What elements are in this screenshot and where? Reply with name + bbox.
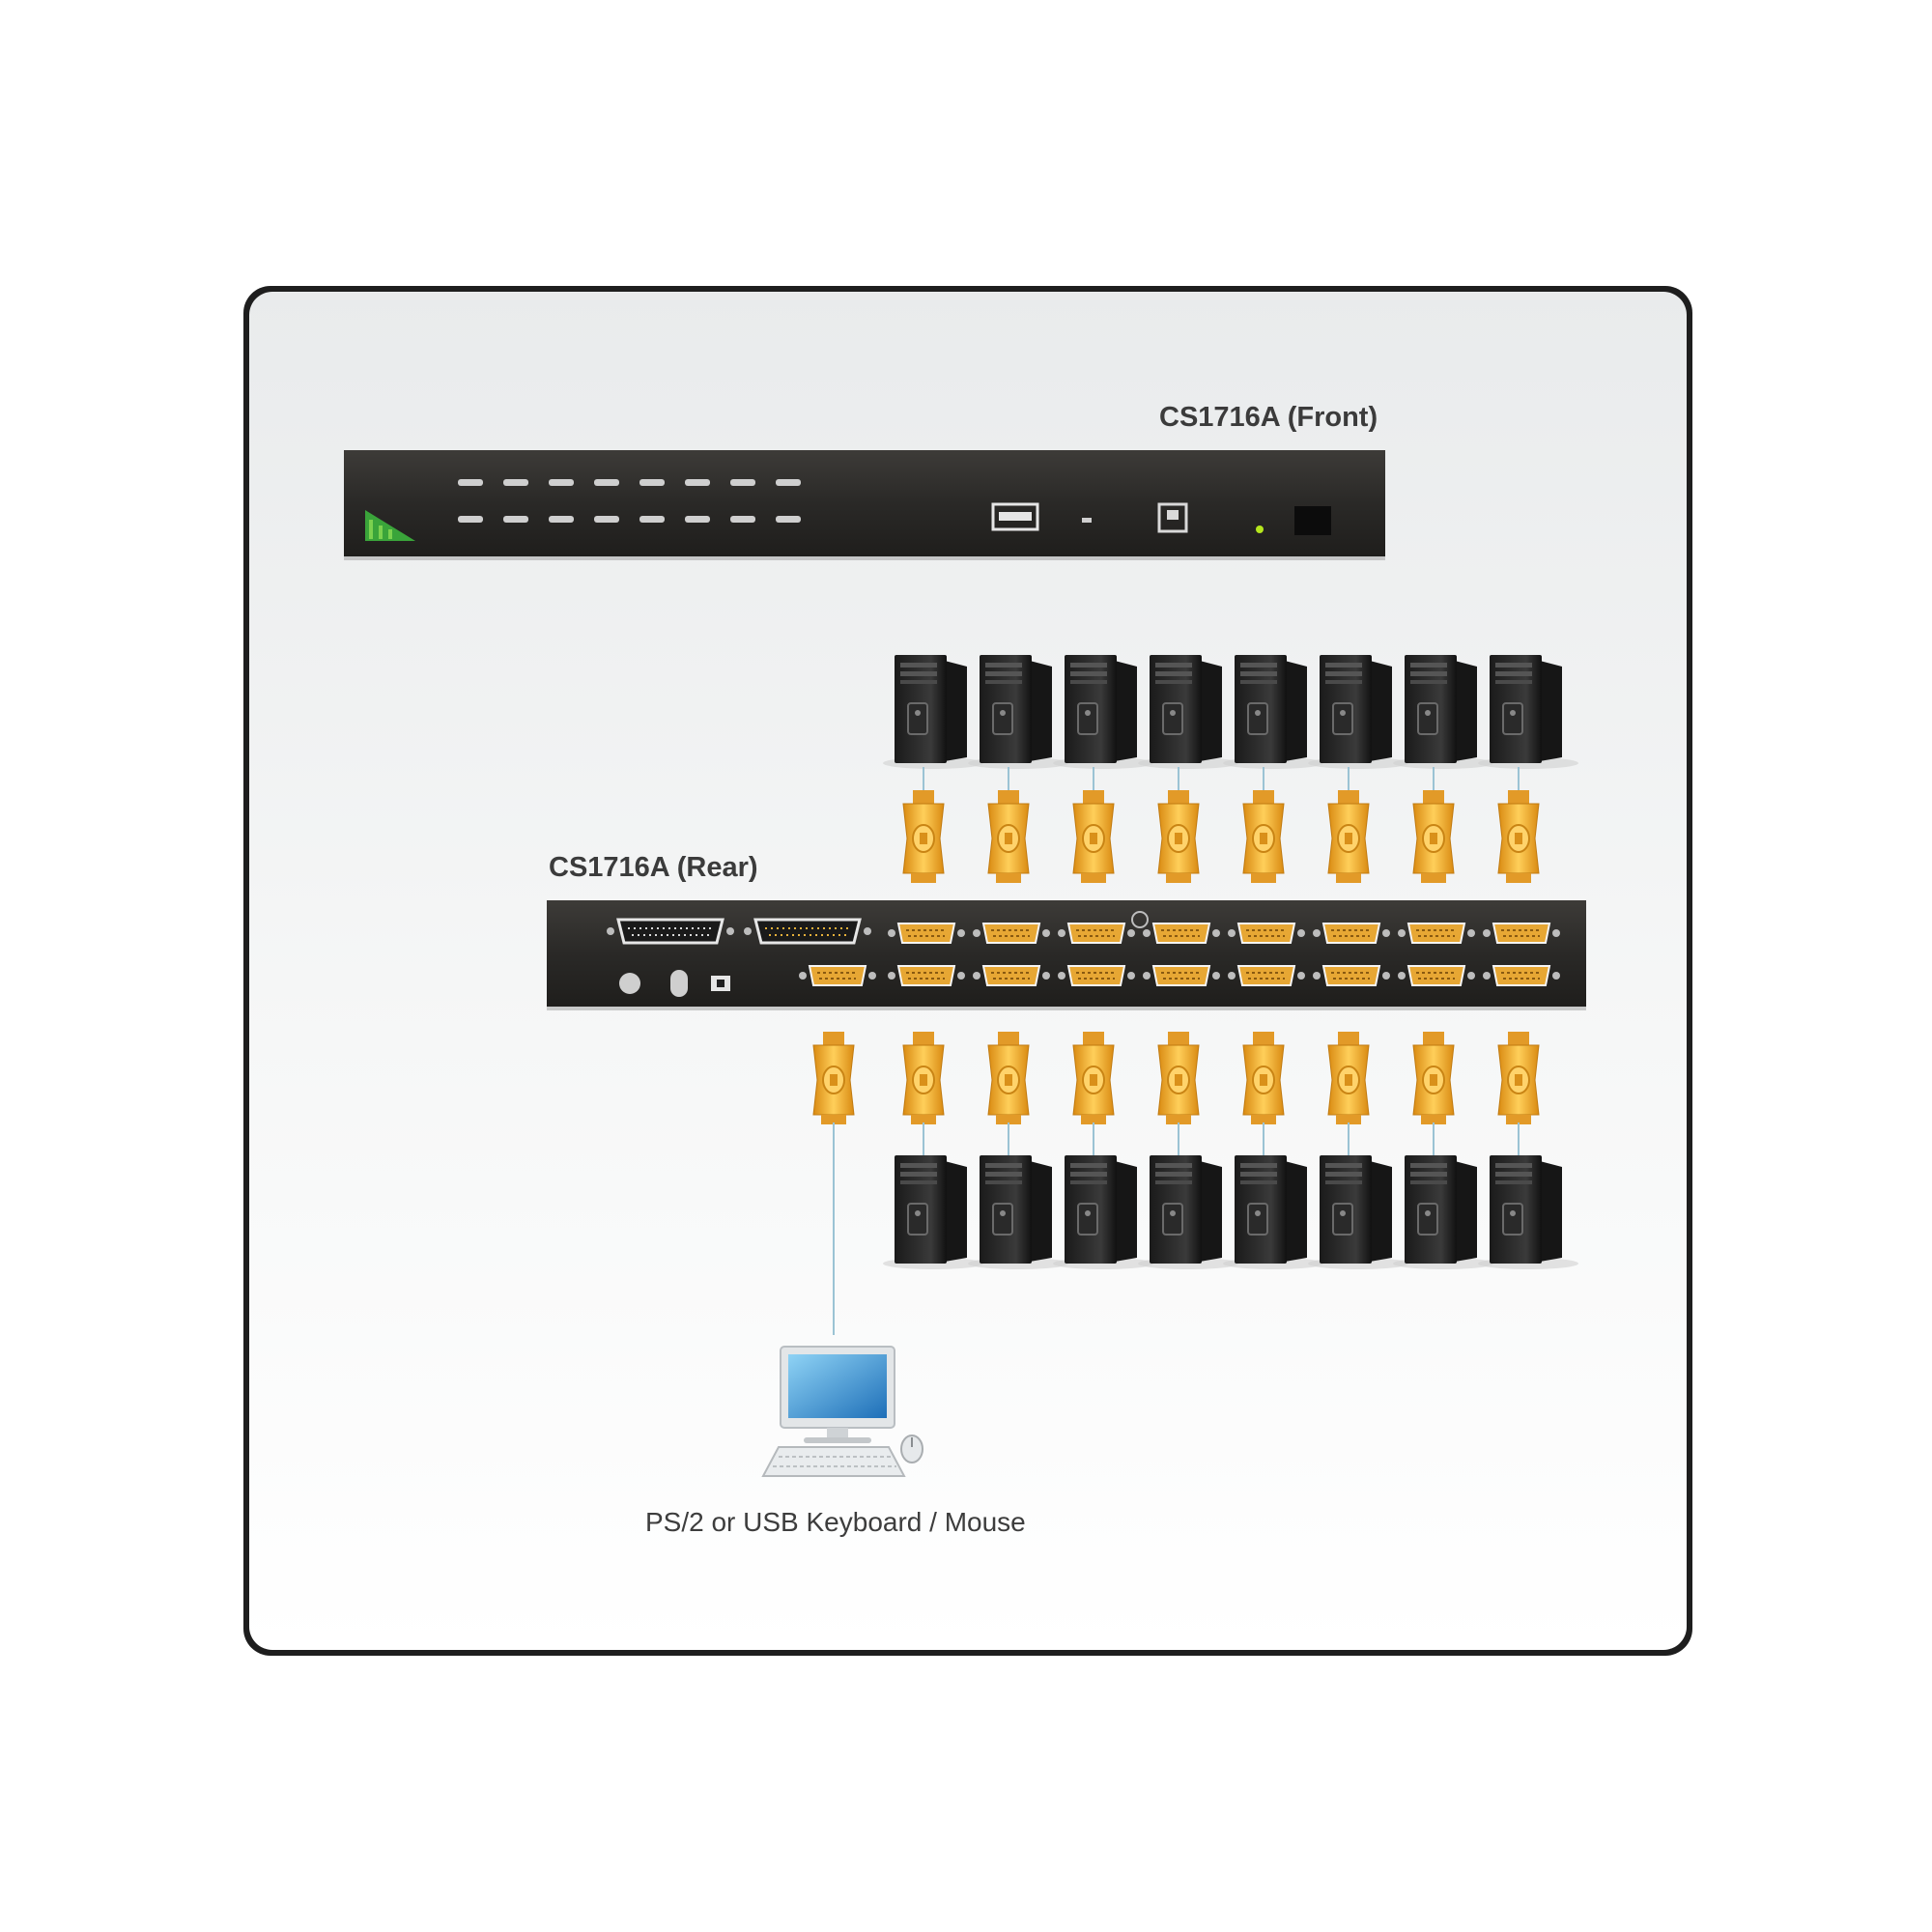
ir-window-icon (1294, 506, 1331, 535)
power-socket-icon (711, 976, 730, 991)
usb-label-icon (1082, 518, 1092, 523)
console-monitor-keyboard-mouse-icon (761, 1346, 923, 1477)
power-switch-icon (670, 970, 688, 997)
vga-connectors-bottom (812, 1031, 1540, 1125)
vga-ports-row-2 (798, 965, 1561, 986)
cables-bottom (833, 1122, 1520, 1335)
console-label: PS/2 or USB Keyboard / Mouse (645, 1507, 1026, 1537)
aten-logo-icon (365, 510, 415, 541)
ground-screw-icon (1131, 911, 1149, 928)
chain-in-port-icon (744, 918, 871, 945)
power-led-icon (1256, 526, 1264, 533)
front-unit-label: CS1716A (Front) (1159, 402, 1378, 433)
firmware-port-icon (1157, 502, 1188, 533)
kvm-switch-rear (547, 900, 1586, 1010)
fan-icon (619, 973, 640, 994)
kvm-switch-front (344, 450, 1385, 560)
daisy-chain-port-icon (607, 918, 734, 945)
usb-port-icon (991, 502, 1039, 531)
rear-unit-label: CS1716A (Rear) (549, 852, 758, 883)
